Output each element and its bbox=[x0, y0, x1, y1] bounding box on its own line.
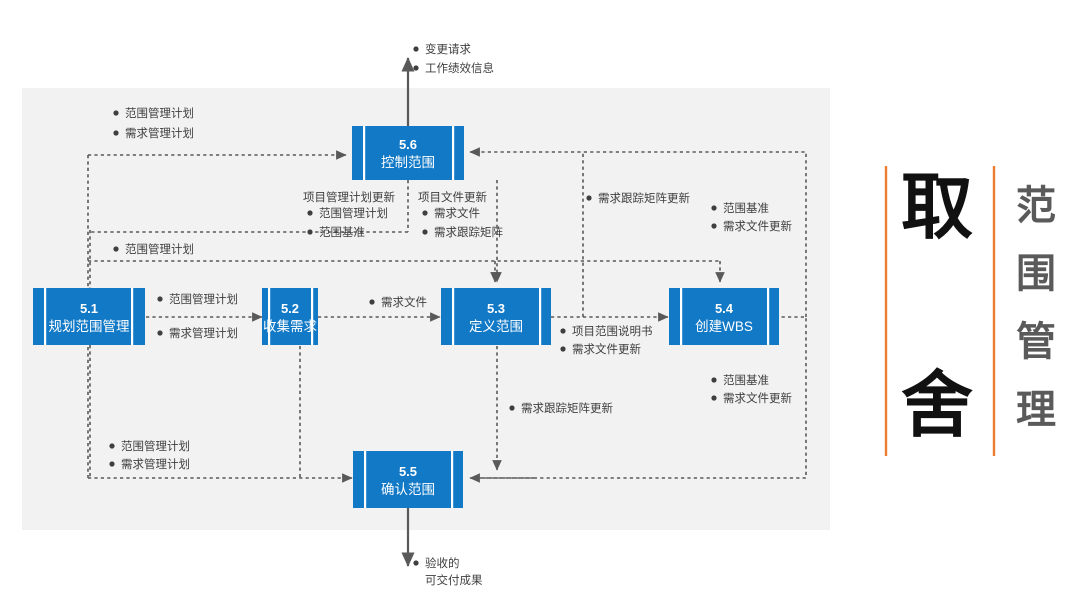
bullet-icon bbox=[711, 377, 717, 383]
label-p53-out-2: 需求文件更新 bbox=[572, 342, 641, 356]
label-baseline-b: 需求文件更新 bbox=[723, 219, 792, 233]
label-final-out-2: 可交付成果 bbox=[425, 573, 483, 587]
label-final-out-1: 验收的 bbox=[425, 556, 460, 570]
label-scope-plan-mid: 范围管理计划 bbox=[125, 242, 194, 256]
process-52-number: 5.2 bbox=[281, 301, 299, 316]
process-box-53[interactable]: 5.3 定义范围 bbox=[441, 288, 551, 345]
label-pm-plan-update-2: 范围基准 bbox=[319, 225, 365, 239]
process-55-name: 确认范围 bbox=[381, 482, 435, 497]
process-54-number: 5.4 bbox=[715, 301, 734, 316]
process-box-54[interactable]: 5.4 创建WBS bbox=[669, 288, 779, 345]
process-56-number: 5.6 bbox=[399, 137, 417, 152]
process-box-51[interactable]: 5.1 规划范围管理 bbox=[33, 288, 145, 345]
process-54-name: 创建WBS bbox=[695, 319, 753, 334]
label-p51-out-2: 需求管理计划 bbox=[169, 326, 238, 340]
bullet-icon bbox=[560, 328, 566, 334]
process-51-number: 5.1 bbox=[80, 301, 98, 316]
label-baseline-low-b: 需求文件更新 bbox=[723, 391, 792, 405]
title-char-1: 取 bbox=[901, 168, 974, 248]
bullet-icon bbox=[113, 130, 119, 136]
bullet-icon bbox=[422, 210, 428, 216]
bullet-icon bbox=[711, 205, 717, 211]
subtitle-char-2: 围 bbox=[1016, 252, 1056, 296]
title-char-2: 舍 bbox=[901, 366, 974, 446]
process-56-name: 控制范围 bbox=[381, 155, 435, 170]
label-p51-out-1: 范围管理计划 bbox=[169, 292, 238, 306]
process-box-56[interactable]: 5.6 控制范围 bbox=[352, 126, 464, 180]
label-layer: 变更请求 工作绩效信息 范围管理计划 需求管理计划 项目管理计划更新 范围管理计… bbox=[109, 42, 792, 587]
label-rtm-update-top: 需求跟踪矩阵更新 bbox=[598, 191, 690, 205]
label-baseline-a: 范围基准 bbox=[723, 201, 769, 215]
process-52-name: 收集需求 bbox=[263, 319, 317, 334]
bullet-icon bbox=[560, 346, 566, 352]
bullet-icon bbox=[413, 65, 419, 71]
label-to-55-a: 范围管理计划 bbox=[121, 439, 190, 453]
bullet-icon bbox=[109, 461, 115, 467]
bullet-icon bbox=[157, 296, 163, 302]
bullet-icon bbox=[422, 229, 428, 235]
bullet-icon bbox=[307, 210, 313, 216]
label-top-output-2: 工作绩效信息 bbox=[425, 61, 494, 75]
process-53-name: 定义范围 bbox=[469, 319, 523, 334]
bullet-icon bbox=[109, 443, 115, 449]
label-p53-out-1: 项目范围说明书 bbox=[572, 324, 653, 338]
bullet-icon bbox=[413, 560, 419, 566]
subtitle-char-3: 管 bbox=[1016, 320, 1056, 364]
label-proj-doc-update-2: 需求跟踪矩阵 bbox=[434, 225, 503, 239]
bullet-icon bbox=[509, 405, 515, 411]
process-55-number: 5.5 bbox=[399, 464, 417, 479]
bullet-icon bbox=[307, 229, 313, 235]
bullet-icon bbox=[711, 395, 717, 401]
label-p52-out: 需求文件 bbox=[381, 295, 427, 309]
process-51-name: 规划范围管理 bbox=[49, 319, 130, 334]
label-pm-plan-update-head: 项目管理计划更新 bbox=[303, 190, 395, 204]
label-proj-doc-update-head: 项目文件更新 bbox=[418, 190, 487, 204]
bullet-icon bbox=[113, 246, 119, 252]
label-pm-plan-update-1: 范围管理计划 bbox=[319, 206, 388, 220]
bullet-icon bbox=[586, 195, 592, 201]
process-box-52[interactable]: 5.2 收集需求 bbox=[262, 288, 318, 345]
process-53-number: 5.3 bbox=[487, 301, 505, 316]
label-to-55-b: 需求管理计划 bbox=[121, 457, 190, 471]
subtitle-char-4: 理 bbox=[1016, 388, 1056, 432]
label-baseline-low-a: 范围基准 bbox=[723, 373, 769, 387]
label-proj-doc-update-1: 需求文件 bbox=[434, 206, 480, 220]
bullet-icon bbox=[157, 330, 163, 336]
bullet-icon bbox=[113, 110, 119, 116]
subtitle-char-1: 范 bbox=[1016, 184, 1056, 228]
label-to-56-b: 需求管理计划 bbox=[125, 126, 194, 140]
bullet-icon bbox=[369, 299, 375, 305]
bullet-icon bbox=[711, 223, 717, 229]
label-to-56-a: 范围管理计划 bbox=[125, 106, 194, 120]
label-top-output-1: 变更请求 bbox=[425, 42, 471, 56]
bullet-icon bbox=[413, 46, 419, 52]
process-box-55[interactable]: 5.5 确认范围 bbox=[353, 451, 463, 508]
label-rtm-update-low: 需求跟踪矩阵更新 bbox=[521, 401, 613, 415]
